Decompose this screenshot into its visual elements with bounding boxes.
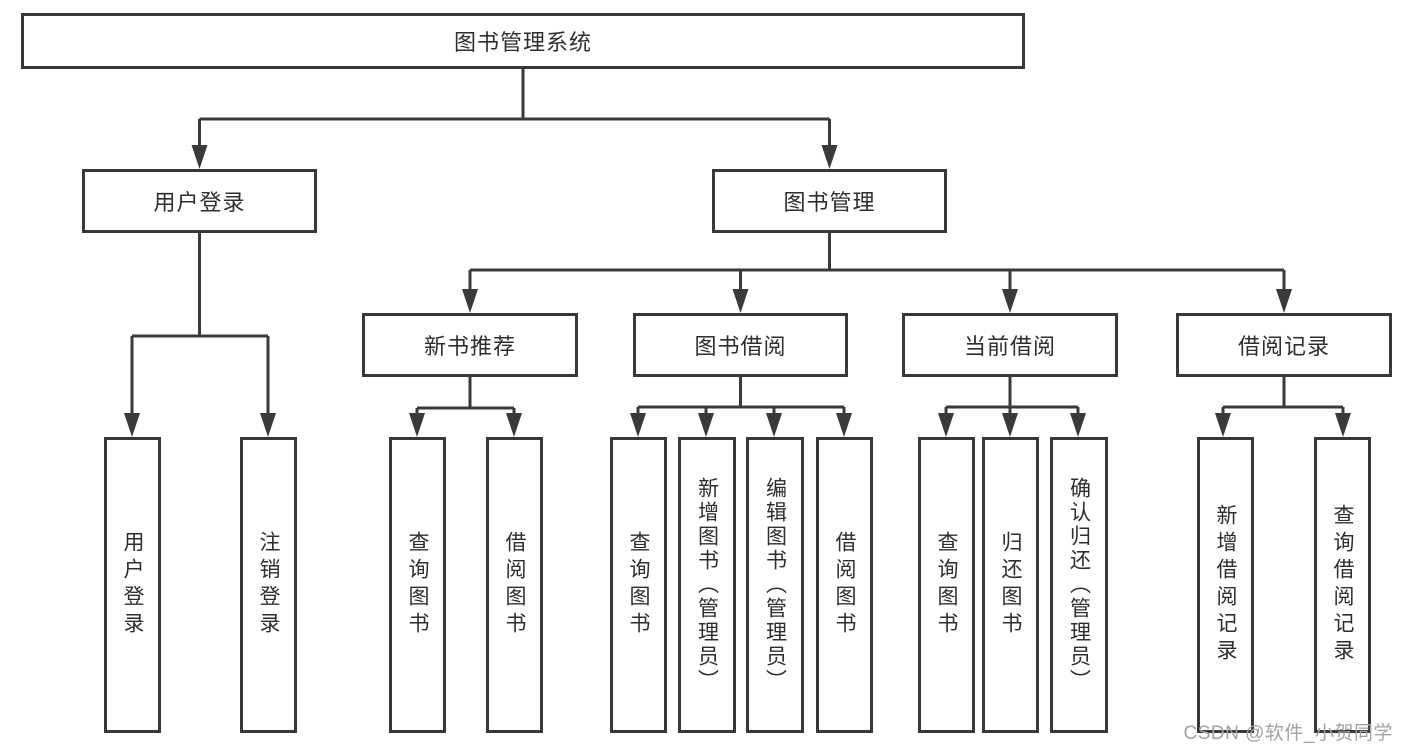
node-label: 查询图书	[935, 531, 958, 639]
leaf-logout: 注销登录	[240, 437, 297, 733]
node-label: 查询图书	[627, 531, 650, 639]
node-label: 归还图书	[999, 531, 1022, 639]
node-library-management-system: 图书管理系统	[21, 13, 1025, 69]
node-label: 注销登录	[257, 531, 280, 639]
node-label: 确认归还（管理员）	[1067, 477, 1091, 693]
node-new-book-recommend: 新书推荐	[362, 313, 578, 377]
leaf-query-books-current: 查询图书	[918, 437, 975, 733]
arrowheads	[124, 145, 1351, 437]
node-user-login: 用户登录	[82, 169, 317, 233]
csdn-watermark: CSDN @软件_小贺同学	[1183, 723, 1393, 744]
node-borrow-records: 借阅记录	[1176, 313, 1392, 377]
node-label: 图书借阅	[694, 334, 787, 359]
leaf-borrow-books: 借阅图书	[816, 437, 873, 733]
node-label: 借阅图书	[833, 531, 856, 639]
leaf-add-borrow-record: 新增借阅记录	[1197, 437, 1254, 733]
node-label: 借阅记录	[1237, 334, 1330, 359]
leaf-query-books-recommend: 查询图书	[389, 437, 446, 733]
node-label: 图书管理系统	[453, 30, 592, 55]
node-label: 编辑图书（管理员）	[763, 477, 787, 693]
node-book-borrow: 图书借阅	[633, 313, 848, 377]
node-current-borrow: 当前借阅	[902, 313, 1118, 377]
node-label: 当前借阅	[963, 334, 1056, 359]
node-label: 用户登录	[153, 190, 246, 215]
node-label: 用户登录	[121, 531, 144, 639]
node-label: 新增图书（管理员）	[695, 477, 719, 693]
leaf-edit-book-admin: 编辑图书（管理员）	[746, 437, 804, 733]
node-label: 查询借阅记录	[1331, 504, 1354, 666]
leaf-confirm-return-admin: 确认归还（管理员）	[1050, 437, 1108, 733]
node-label: 图书管理	[783, 190, 876, 215]
node-label: 借阅图书	[503, 531, 526, 639]
leaf-add-book-admin: 新增图书（管理员）	[678, 437, 736, 733]
leaf-query-books-borrow: 查询图书	[610, 437, 667, 733]
node-label: 新增借阅记录	[1214, 504, 1237, 666]
node-label: 查询图书	[406, 531, 429, 639]
leaf-borrow-books-recommend: 借阅图书	[486, 437, 543, 733]
leaf-query-borrow-record: 查询借阅记录	[1314, 437, 1371, 733]
node-book-management: 图书管理	[712, 169, 947, 233]
leaf-return-books: 归还图书	[982, 437, 1039, 733]
leaf-user-login: 用户登录	[104, 437, 161, 733]
node-label: 新书推荐	[423, 334, 516, 359]
